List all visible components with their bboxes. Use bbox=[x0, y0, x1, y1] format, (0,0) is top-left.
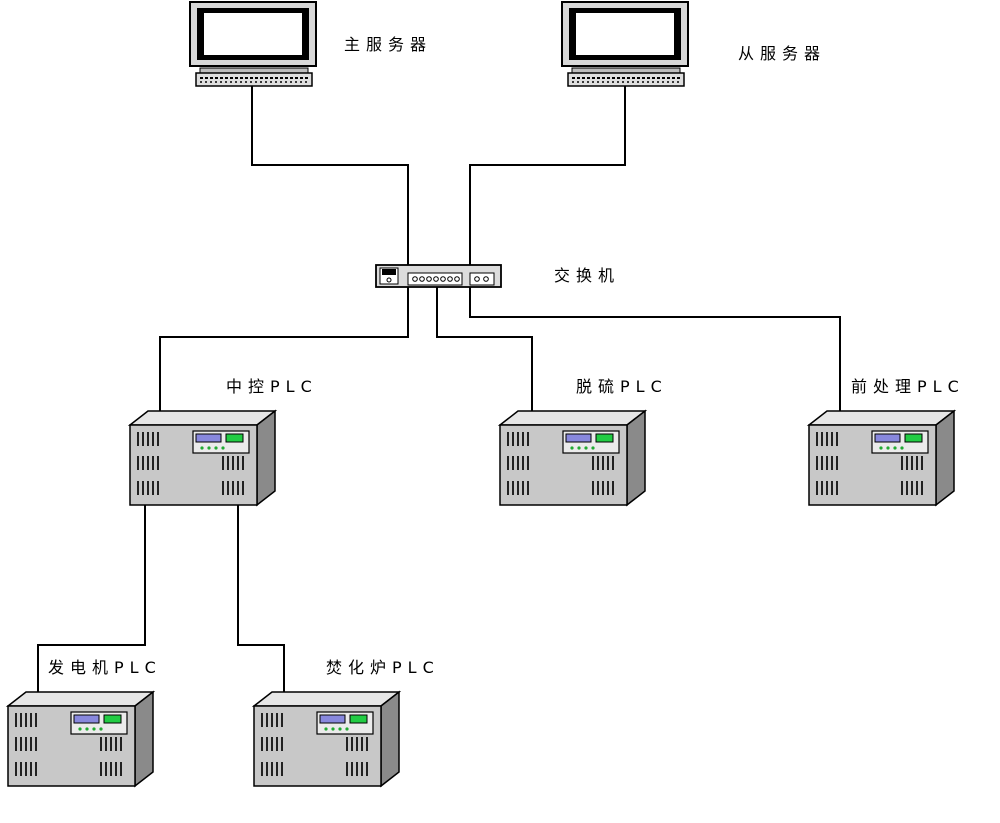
network-switch-icon bbox=[375, 264, 502, 288]
central-plc-icon bbox=[130, 411, 275, 505]
generator-plc-icon bbox=[8, 692, 153, 786]
pretreatment-plc-icon bbox=[809, 411, 954, 505]
incinerator-plc-icon bbox=[254, 692, 399, 786]
backup-server-label: 从服务器 bbox=[738, 44, 827, 63]
generator-plc-label: 发电机PLC bbox=[48, 658, 162, 677]
backup-server-icon bbox=[561, 1, 689, 87]
desulfurization-plc-label: 脱硫PLC bbox=[576, 377, 668, 396]
wire-central-incinerator-plc bbox=[237, 505, 285, 693]
pretreatment-plc-label: 前处理PLC bbox=[851, 377, 965, 396]
central-plc-label: 中控PLC bbox=[226, 377, 318, 396]
main-server-icon bbox=[189, 1, 317, 87]
main-server-label: 主服务器 bbox=[344, 35, 433, 54]
wire-backup-server-switch bbox=[469, 84, 626, 266]
wire-switch-desulfurization-plc bbox=[436, 286, 533, 412]
desulfurization-plc-icon bbox=[500, 411, 645, 505]
connection-lines bbox=[37, 84, 841, 693]
switch-label: 交换机 bbox=[554, 266, 621, 285]
wire-central-generator-plc bbox=[37, 505, 146, 693]
incinerator-plc-label: 焚化炉PLC bbox=[326, 658, 440, 677]
wire-switch-pretreatment-plc bbox=[469, 286, 841, 412]
wire-switch-central-plc bbox=[159, 286, 409, 412]
wire-main-server-switch bbox=[251, 84, 409, 266]
